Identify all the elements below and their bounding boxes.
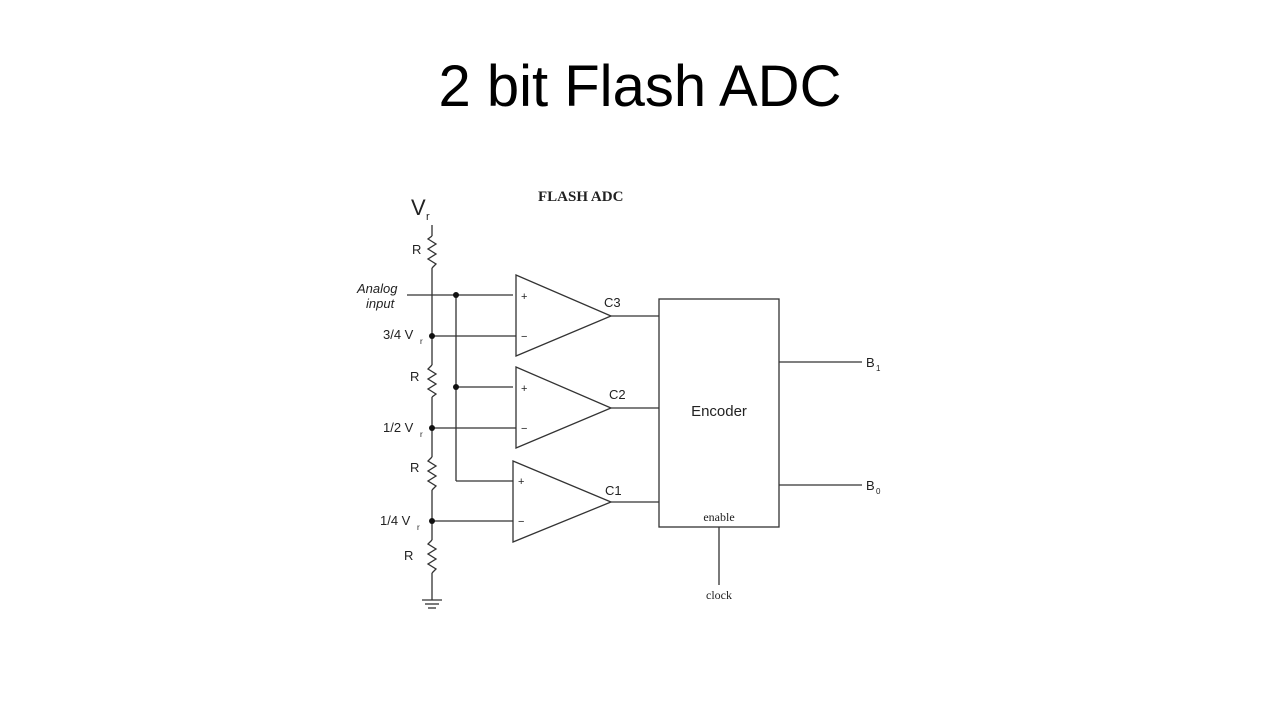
svg-text:+: +	[521, 291, 527, 303]
svg-text:r: r	[420, 337, 423, 346]
resistor-r3	[426, 364, 438, 398]
resistor-label: R	[412, 242, 421, 257]
diagram-heading: FLASH ADC	[538, 189, 623, 205]
tap-label-1-4-vr: 1/4 V r	[380, 513, 420, 532]
comparator-label-c3: C3	[604, 295, 621, 310]
svg-text:+: +	[518, 476, 524, 488]
junction-dot	[429, 425, 435, 431]
comparator-label-c1: C1	[605, 483, 622, 498]
svg-text:1/4 V: 1/4 V	[380, 513, 411, 528]
tap-label-3-4-vr: 3/4 V r	[383, 327, 423, 346]
junction-dot	[429, 333, 435, 339]
comparator-c3: + − C3	[515, 274, 621, 357]
slide-title: 2 bit Flash ADC	[438, 54, 842, 119]
svg-text:V: V	[411, 195, 426, 220]
svg-text:0: 0	[876, 487, 881, 496]
comparator-label-c2: C2	[609, 387, 626, 402]
svg-text:−: −	[521, 423, 527, 435]
analog-input-label: Analog input	[356, 281, 398, 311]
tap-label-1-2-vr: 1/2 V r	[383, 420, 423, 439]
svg-text:+: +	[521, 383, 527, 395]
resistor-label: R	[404, 548, 413, 563]
svg-text:input: input	[366, 296, 396, 311]
svg-text:−: −	[521, 331, 527, 343]
svg-text:1/2 V: 1/2 V	[383, 420, 414, 435]
comparator-c1: + − C1	[512, 460, 622, 543]
encoder-label: Encoder	[691, 403, 747, 420]
svg-text:3/4 V: 3/4 V	[383, 327, 414, 342]
svg-text:B: B	[866, 355, 875, 370]
junction-dot	[453, 292, 459, 298]
output-b1-label: B 1	[866, 355, 881, 373]
encoder-block: Encoder enable	[658, 298, 780, 528]
junction-dot	[453, 384, 459, 390]
comparator-c2: + − C2	[515, 366, 626, 449]
resistor-ladder	[426, 225, 438, 600]
svg-text:−: −	[518, 516, 524, 528]
svg-text:r: r	[426, 211, 430, 223]
resistor-r1	[426, 539, 438, 574]
resistor-r2	[426, 456, 438, 491]
enable-label: enable	[703, 510, 734, 524]
vref-label: V r	[411, 195, 430, 223]
svg-text:r: r	[417, 523, 420, 532]
svg-text:Analog: Analog	[356, 281, 398, 296]
resistor-label: R	[410, 369, 419, 384]
resistor-label: R	[410, 460, 419, 475]
ground-symbol	[422, 599, 442, 609]
svg-text:1: 1	[876, 364, 881, 373]
svg-text:r: r	[420, 430, 423, 439]
svg-text:B: B	[866, 478, 875, 493]
resistor-r4	[426, 235, 438, 269]
output-b0-label: B 0	[866, 478, 881, 496]
clock-label: clock	[706, 588, 732, 602]
junction-dot	[429, 518, 435, 524]
